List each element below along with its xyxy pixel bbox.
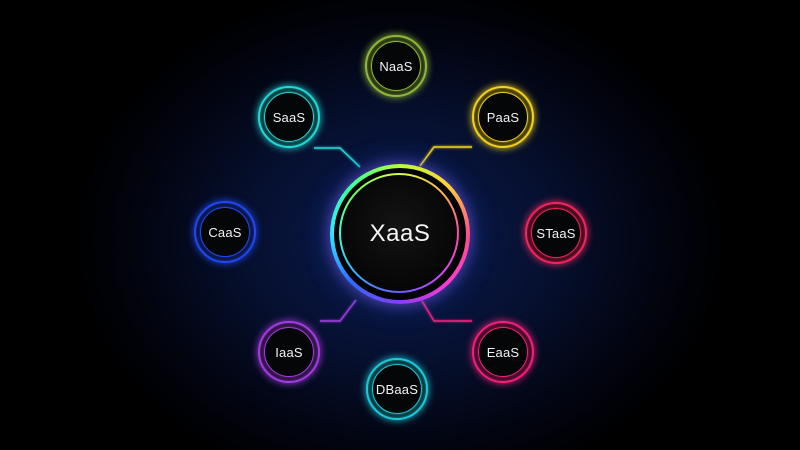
node-saas: SaaS — [258, 86, 320, 148]
node-caas-label: CaaS — [208, 224, 242, 240]
node-paas-label: PaaS — [486, 109, 520, 125]
node-staas: STaaS — [525, 202, 587, 264]
node-staas-label: STaaS — [536, 225, 576, 241]
center-hub-xaas: XaaS — [330, 164, 470, 304]
connector-iaas — [320, 299, 357, 322]
node-saas-label: SaaS — [272, 109, 306, 125]
node-dbaas: DBaaS — [366, 358, 428, 420]
node-iaas: IaaS — [258, 321, 320, 383]
center-hub-label: XaaS — [369, 220, 431, 247]
connector-paas — [419, 146, 472, 167]
node-eaas: EaaS — [472, 321, 534, 383]
node-eaas-label: EaaS — [486, 344, 520, 360]
connector-saas — [314, 147, 361, 168]
node-paas: PaaS — [472, 86, 534, 148]
node-naas: NaaS — [365, 35, 427, 97]
connector-eaas — [421, 300, 472, 322]
node-caas: CaaS — [194, 201, 256, 263]
node-naas-label: NaaS — [379, 58, 413, 74]
node-iaas-label: IaaS — [275, 344, 303, 360]
node-dbaas-label: DBaaS — [375, 381, 419, 397]
